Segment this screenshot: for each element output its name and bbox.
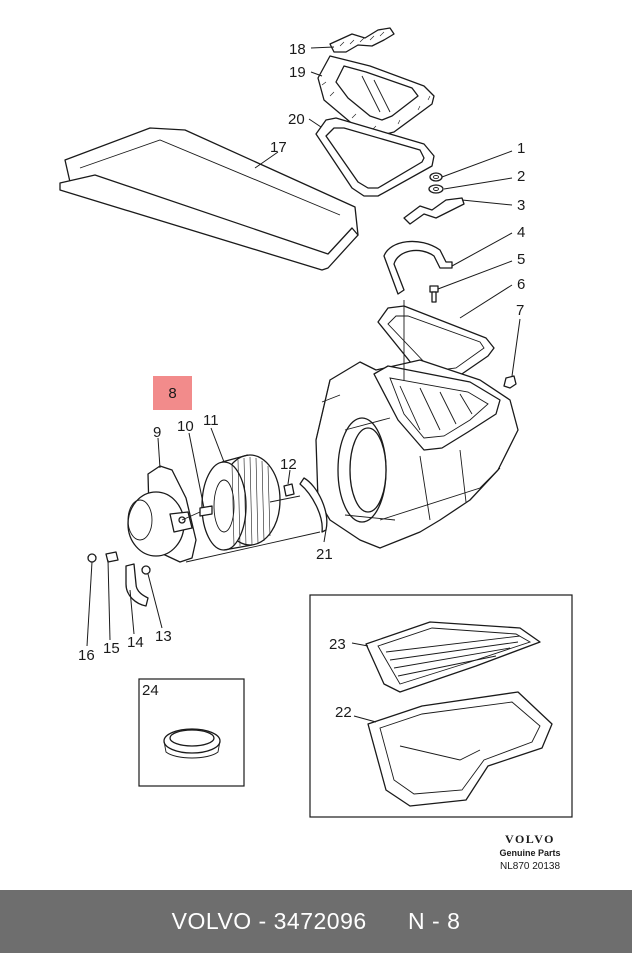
inset-box-plug xyxy=(138,678,245,787)
callout-21: 21 xyxy=(316,546,333,563)
brand-logo: VOLVO xyxy=(505,832,555,846)
callout-2: 2 xyxy=(517,168,525,185)
brand-block: VOLVO Genuine Parts NL870 20138 xyxy=(480,832,580,872)
footer-part-number: 3472096 xyxy=(273,908,367,934)
part-21-retaining-band xyxy=(299,477,328,533)
callout-9: 9 xyxy=(153,424,161,441)
callout-6: 6 xyxy=(517,276,525,293)
callout-14: 14 xyxy=(127,634,144,651)
callout-23: 23 xyxy=(329,636,346,653)
part-17-cover-channel xyxy=(59,127,359,271)
footer-gap xyxy=(367,908,408,934)
highlighted-part-label: 8 xyxy=(168,384,177,402)
callout-10: 10 xyxy=(177,418,194,435)
footer-separator: - xyxy=(251,908,274,934)
part-2-washer xyxy=(428,184,444,194)
part-4-strap xyxy=(383,240,453,295)
part-18-gasket-strip xyxy=(329,27,395,53)
leader-lines xyxy=(86,46,521,723)
callout-18: 18 xyxy=(289,41,306,58)
part-12-clip xyxy=(283,483,295,497)
part-7-clip xyxy=(503,375,517,389)
callout-5: 5 xyxy=(517,251,525,268)
part-22-tray xyxy=(367,691,553,807)
callout-1: 1 xyxy=(517,140,525,157)
callout-7: 7 xyxy=(516,302,524,319)
part-15-clip xyxy=(105,551,119,563)
part-16-screw xyxy=(87,553,97,563)
callout-19: 19 xyxy=(289,64,306,81)
callout-16: 16 xyxy=(78,647,95,664)
diagram-code: NL870 20138 xyxy=(499,861,561,872)
footer-brand: VOLVO xyxy=(171,908,252,934)
part-10-hub xyxy=(199,505,213,517)
part-11-blower-wheel xyxy=(201,454,281,551)
callout-15: 15 xyxy=(103,640,120,657)
callout-22: 22 xyxy=(335,704,352,721)
footer-position: N - 8 xyxy=(408,908,461,934)
part-20-gasket xyxy=(315,117,435,197)
callout-labels: 1 2 3 4 5 6 7 9 10 11 12 13 14 15 16 17 … xyxy=(78,41,525,721)
callout-12: 12 xyxy=(280,456,297,473)
footer-caption: VOLVO - 3472096 N - 8 xyxy=(172,908,461,935)
footer-bar: VOLVO - 3472096 N - 8 xyxy=(0,890,632,953)
callout-4: 4 xyxy=(517,224,525,241)
inset-box-filter xyxy=(309,594,573,818)
part-13-screw xyxy=(141,565,151,575)
callout-17: 17 xyxy=(270,139,287,156)
callout-20: 20 xyxy=(288,111,305,128)
part-14-hose xyxy=(125,563,149,607)
callout-13: 13 xyxy=(155,628,172,645)
callout-24: 24 xyxy=(142,682,159,699)
callout-3: 3 xyxy=(517,197,525,214)
part-24-grommet xyxy=(163,728,221,759)
brand-subtitle: Genuine Parts xyxy=(499,848,561,858)
part-9-blower-motor xyxy=(127,465,197,563)
part-3-bracket xyxy=(403,197,465,225)
heater-housing xyxy=(315,359,519,549)
part-1-nut xyxy=(429,172,443,182)
highlighted-part-badge: 8 xyxy=(153,376,192,410)
exploded-parts-diagram: 1 2 3 4 5 6 7 9 10 11 12 13 14 15 16 17 … xyxy=(59,27,573,818)
part-23-filter-grille xyxy=(365,621,541,693)
callout-11: 11 xyxy=(203,412,219,429)
part-5-screw xyxy=(429,285,439,303)
